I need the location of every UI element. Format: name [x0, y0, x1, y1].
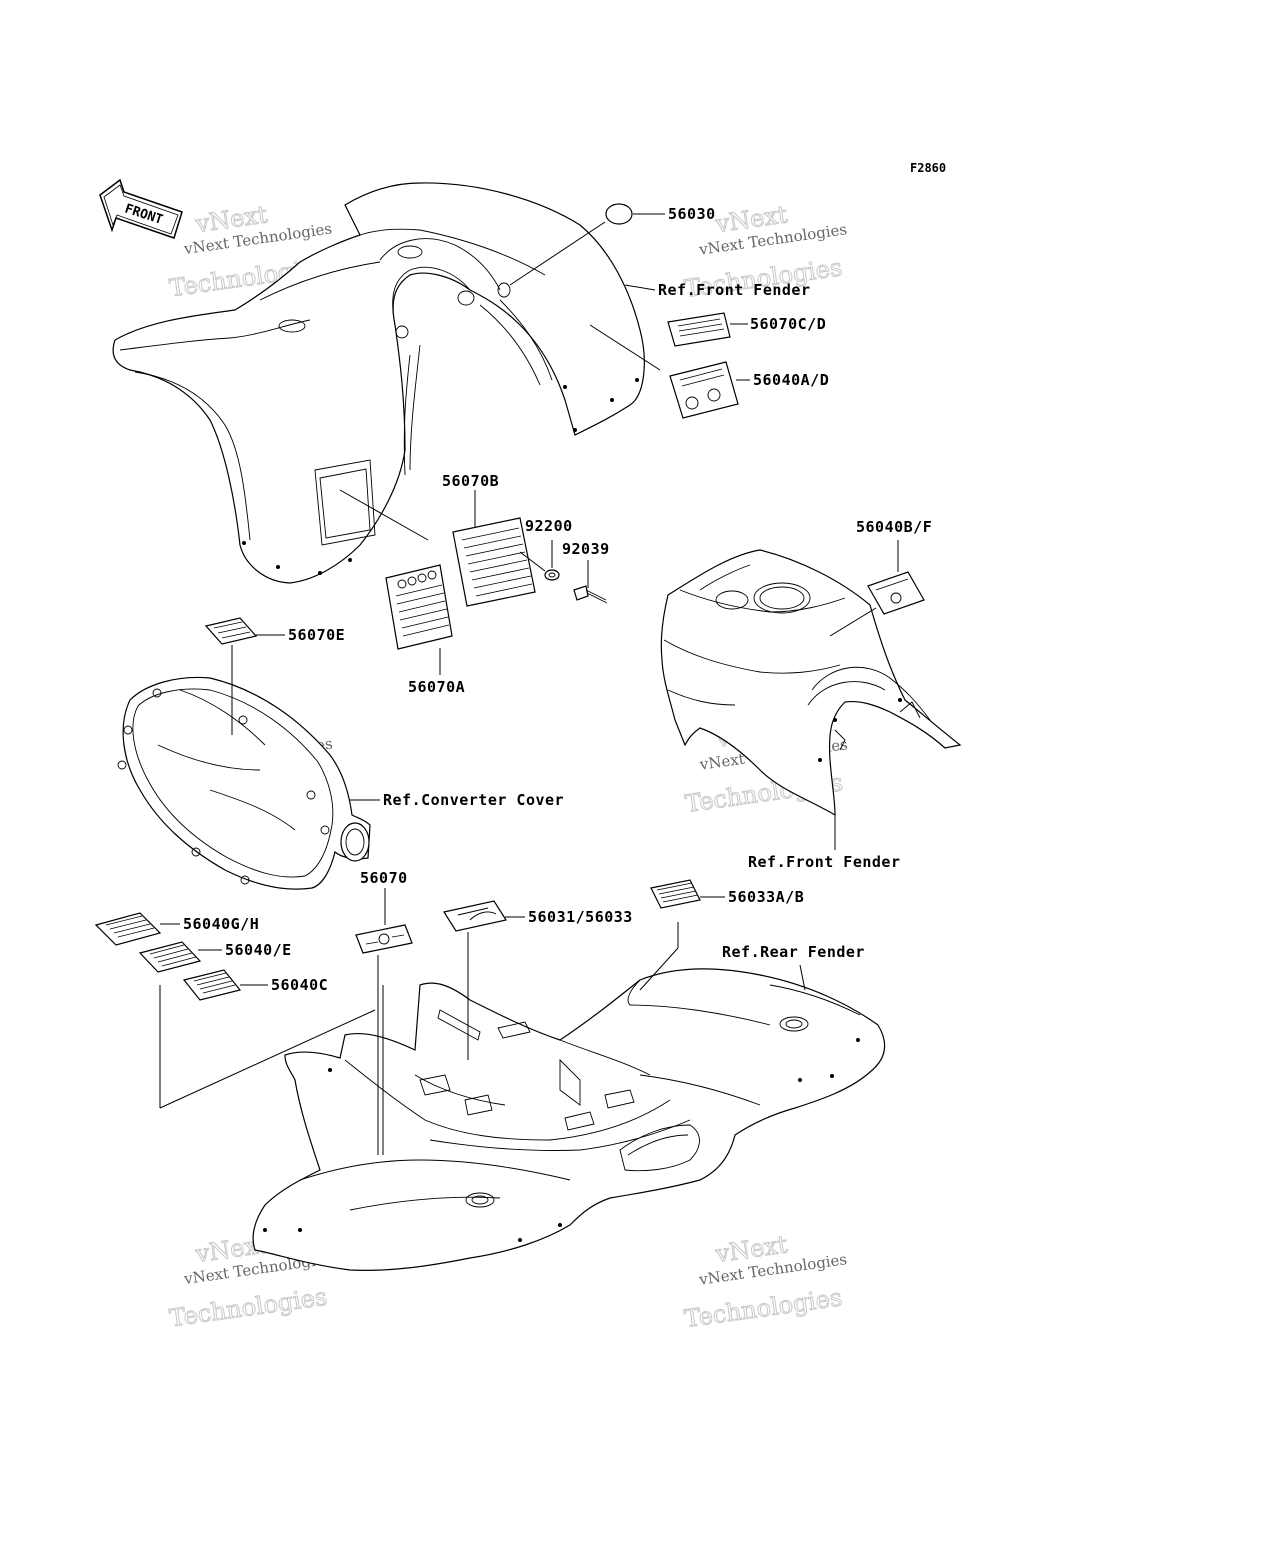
decal-56040ad	[589, 324, 750, 419]
svg-text:Technologies: Technologies	[168, 1283, 329, 1333]
decal-56070b	[452, 490, 536, 607]
label-56070cd: 56070C/D	[750, 315, 826, 333]
cap-56030	[509, 203, 665, 286]
leader-bracket-left	[159, 985, 376, 1109]
decal-56040c	[182, 969, 268, 1001]
label-56040e: 56040/E	[225, 941, 292, 959]
label-56070e: 56070E	[288, 626, 345, 644]
decal-56070a	[385, 564, 453, 675]
label-56070a: 56070A	[408, 678, 465, 696]
label-ref-rear-fender: Ref.Rear Fender	[722, 943, 865, 961]
decal-56070	[355, 888, 413, 1155]
decal-56070e	[204, 617, 285, 735]
label-56040bf: 56040B/F	[856, 518, 932, 536]
label-56033ab: 56033A/B	[728, 888, 804, 906]
label-56070b: 56070B	[442, 472, 499, 490]
label-56030: 56030	[668, 205, 716, 223]
label-56031-56033: 56031/56033	[528, 908, 633, 926]
decal-56070cd	[667, 312, 748, 347]
front-fender-top	[112, 182, 645, 584]
front-arrow-icon: FRONT	[99, 178, 183, 239]
label-56040gh: 56040G/H	[183, 915, 259, 933]
converter-cover	[117, 676, 371, 890]
rivet-92039	[573, 560, 608, 604]
label-ref-front-fender-mid: Ref.Front Fender	[748, 853, 901, 871]
label-56040ad: 56040A/D	[753, 371, 829, 389]
label-ref-converter-cover: Ref.Converter Cover	[383, 791, 564, 809]
decal-56040gh	[94, 912, 180, 946]
washer-92200	[519, 540, 560, 581]
svg-text:Technologies: Technologies	[683, 1283, 844, 1333]
rear-fender	[252, 968, 886, 1271]
label-56040c: 56040C	[271, 976, 328, 994]
decal-56033ab	[639, 879, 725, 991]
label-56070: 56070	[360, 869, 408, 887]
decal-56040bf	[829, 540, 925, 637]
label-ref-front-fender-top: Ref.Front Fender	[658, 281, 811, 299]
decal-56031-56033	[443, 900, 525, 1060]
front-fender-mid	[660, 549, 962, 817]
label-92039: 92039	[562, 540, 610, 558]
diagram-code: F2860	[910, 161, 946, 175]
watermark-bottom-right: vNext Technologies vNext Technologies	[682, 1230, 848, 1334]
label-92200: 92200	[525, 517, 573, 535]
decal-56040e	[138, 941, 222, 973]
